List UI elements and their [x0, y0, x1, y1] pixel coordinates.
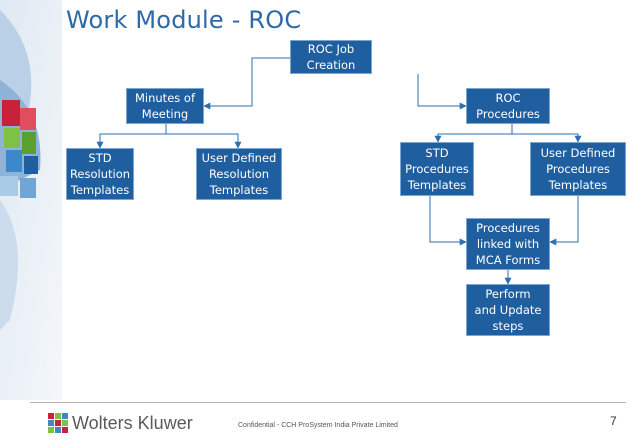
- confidential-notice: Confidential - CCH ProSystem India Priva…: [238, 422, 398, 429]
- connector-minutes-to-user-resolution: [166, 133, 242, 149]
- logo-text: Wolters Kluwer: [72, 412, 193, 433]
- node-perform-update-steps: Perform and Update steps: [466, 284, 550, 336]
- node-minutes-of-meeting: Minutes of Meeting: [126, 88, 204, 124]
- connector-roc-procedures-to-user-procedures: [512, 133, 582, 143]
- node-procedures-linked-mca-forms: Procedures linked with MCA Forms: [466, 218, 550, 270]
- connector-std-procedures-to-linked: [429, 196, 467, 246]
- page-number: 7: [610, 414, 617, 428]
- wolters-kluwer-logo: Wolters Kluwer: [48, 408, 193, 438]
- node-std-resolution-templates: STD Resolution Templates: [66, 148, 134, 200]
- node-roc-job-creation: ROC Job Creation: [290, 40, 372, 74]
- page-title: Work Module - ROC: [66, 6, 302, 34]
- node-user-defined-procedures-templates: User Defined Procedures Templates: [530, 142, 626, 196]
- connector-minutes-to-std-resolution: [96, 124, 167, 149]
- node-user-defined-resolution-templates: User Defined Resolution Templates: [196, 148, 282, 200]
- wolters-kluwer-logo-icon: [48, 413, 68, 433]
- node-roc-procedures: ROC Procedures: [466, 88, 550, 124]
- connector-user-procedures-to-linked: [549, 196, 579, 246]
- node-std-procedures-templates: STD Procedures Templates: [400, 142, 474, 196]
- connector-job-to-minutes: [203, 57, 290, 110]
- decorative-side-graphic: [0, 0, 62, 400]
- connector-job-to-roc-procedures: [417, 74, 467, 110]
- connector-roc-procedures-to-std-procedures: [434, 124, 513, 143]
- footer-divider: [30, 402, 626, 403]
